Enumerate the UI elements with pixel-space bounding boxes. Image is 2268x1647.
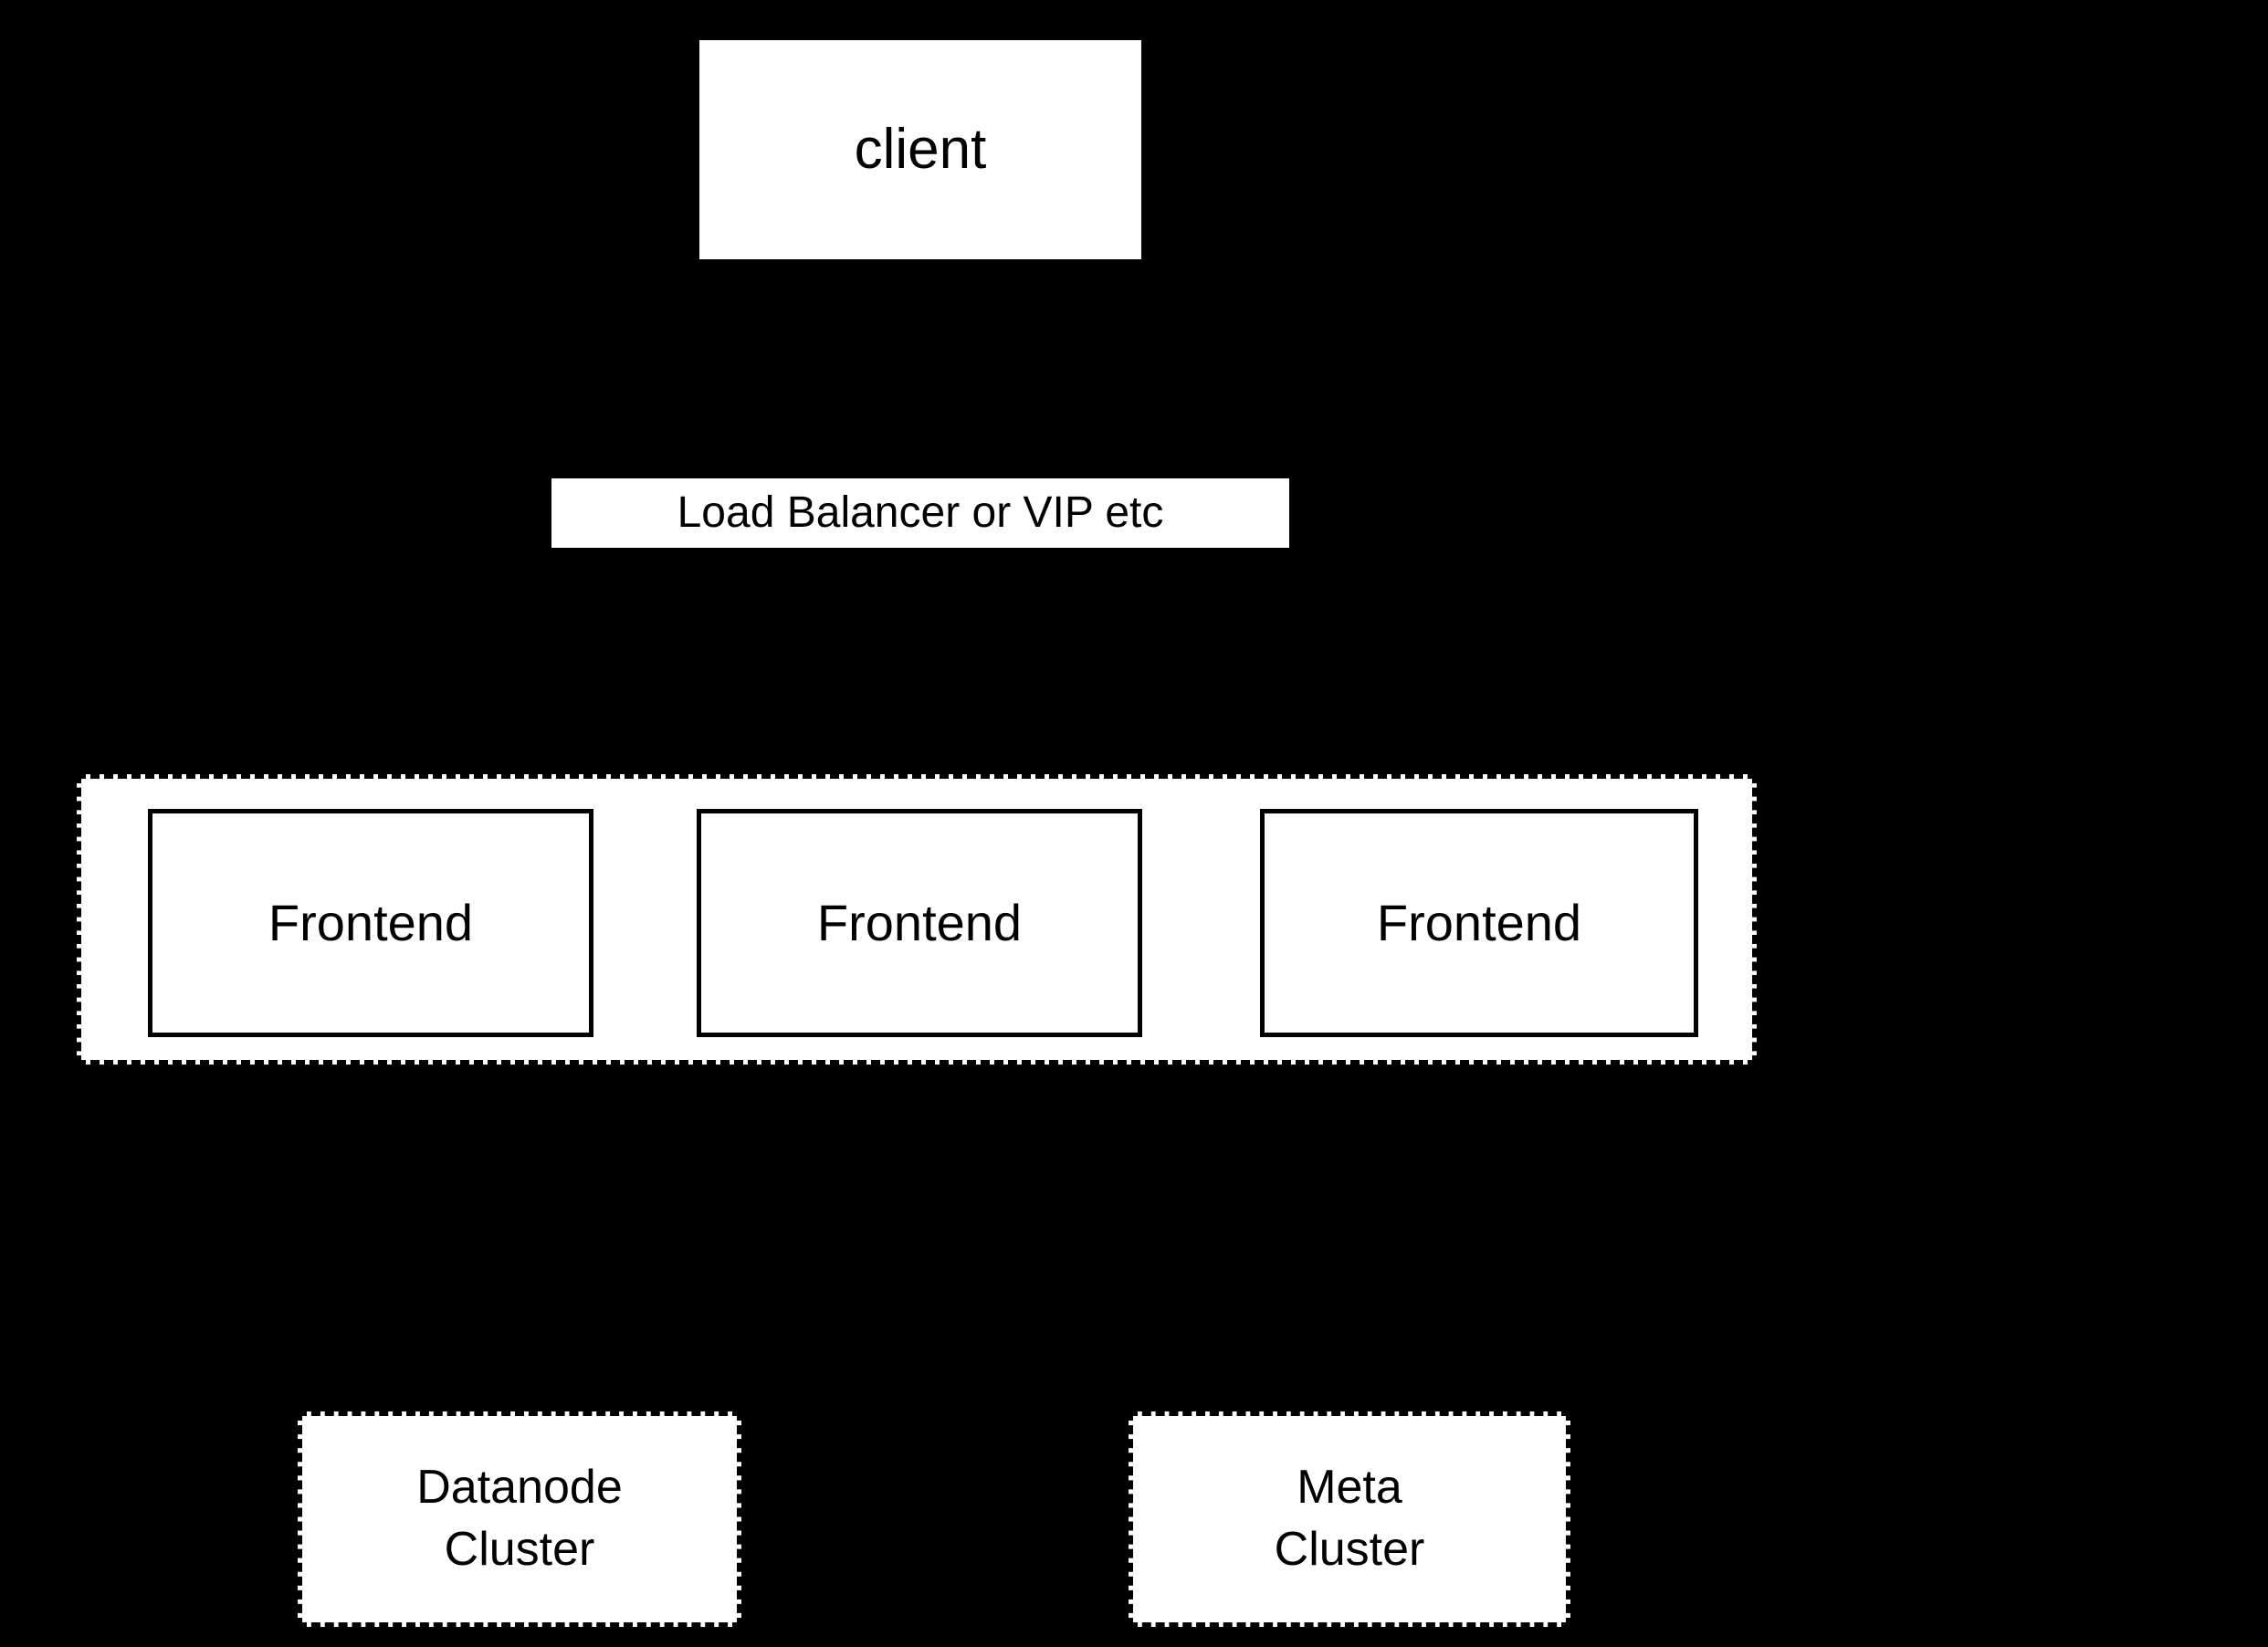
frontend-node-3: Frontend xyxy=(1260,809,1698,1037)
client-node: client xyxy=(699,40,1141,259)
load-balancer-node: Load Balancer or VIP etc xyxy=(551,478,1289,548)
client-label: client xyxy=(854,117,987,181)
frontend-label-2: Frontend xyxy=(816,893,1023,951)
frontend-cluster-group: Frontend Frontend Frontend xyxy=(77,774,1757,1065)
load-balancer-label: Load Balancer or VIP etc xyxy=(677,488,1164,537)
meta-cluster-label: Meta Cluster xyxy=(1274,1461,1425,1576)
frontend-node-1: Frontend xyxy=(148,809,593,1037)
frontend-label-1: Frontend xyxy=(268,893,474,951)
frontend-label-3: Frontend xyxy=(1376,893,1582,951)
meta-cluster-node: Meta Cluster xyxy=(1129,1411,1570,1627)
datanode-cluster-label: Datanode Cluster xyxy=(416,1461,623,1576)
frontend-node-2: Frontend xyxy=(697,809,1142,1037)
datanode-cluster-node: Datanode Cluster xyxy=(298,1411,741,1627)
